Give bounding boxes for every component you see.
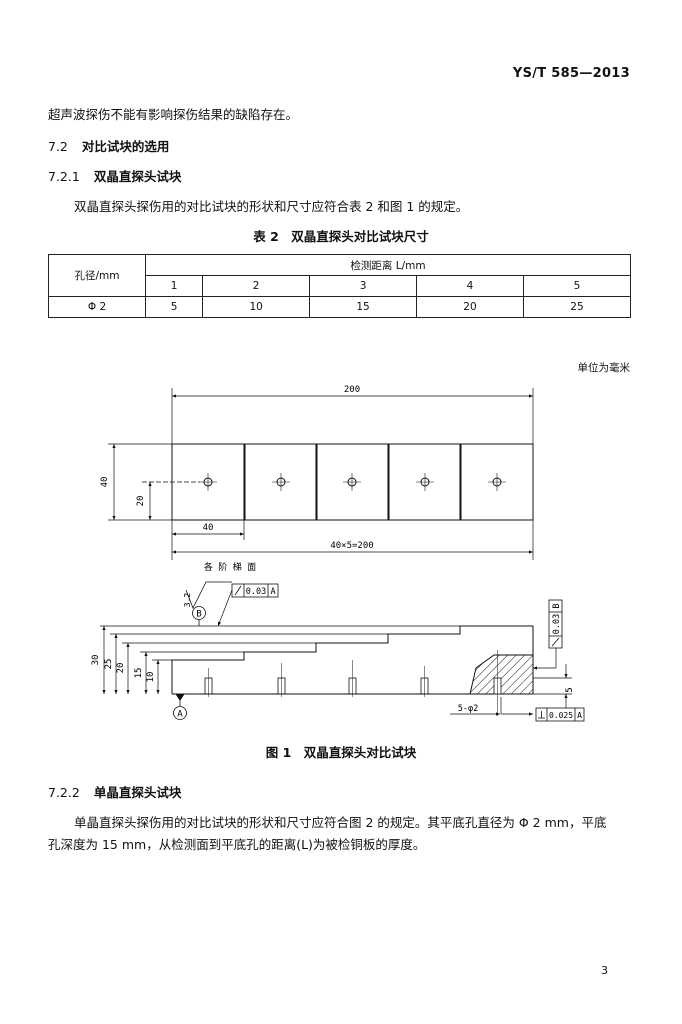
datum-a-label: A (177, 710, 183, 720)
table-row: Φ 2 5 10 15 20 25 (48, 296, 632, 318)
datum-a-circle (173, 706, 187, 720)
section-7-2-heading: 7.2 对比试块的选用 (48, 136, 169, 155)
flatness-frame (231, 583, 279, 598)
step-block (388, 443, 461, 521)
flatness-icon (234, 585, 242, 596)
page-number: 3 (601, 964, 608, 977)
section-title: 双晶直探头试块 (93, 169, 182, 184)
paragraph-7-2-2-line-1: 单晶直探头探伤用的对比试块的形状和尺寸应符合图 2 的规定。其平底孔直径为 Φ … (74, 815, 607, 830)
right-tolerance: 0.03 (552, 614, 562, 634)
section-title: 对比试块的选用 (81, 139, 170, 154)
figure-1-caption: 图 1 双晶直探头对比试块 (265, 745, 417, 760)
step-block (244, 443, 317, 521)
roughness-symbol (185, 581, 232, 609)
step-dim-20: 20 (116, 663, 126, 674)
side-view (100, 581, 572, 716)
carry-over-paragraph: 超声波探伤不能有影响探伤结果的缺陷存在。 (48, 107, 299, 122)
flatness-tolerance: 0.03 (246, 587, 266, 597)
stepped-profile (171, 625, 534, 694)
tolerance-icon (551, 637, 560, 647)
table-cell: 20 (416, 296, 524, 318)
dim-hole-offset: 20 (136, 496, 146, 507)
top-view (108, 388, 534, 560)
dim-height: 40 (100, 477, 110, 488)
section-title: 单晶直探头试块 (93, 785, 182, 800)
perpendicularity-tolerance: 0.025 (549, 711, 573, 720)
dim-block-width: 40 (203, 523, 214, 533)
standard-number: YS/T 585—2013 (512, 66, 630, 81)
roughness-value: 3.2 (183, 593, 192, 608)
section-7-2-1-heading: 7.2.1 双晶直探头试块 (48, 166, 181, 185)
table-2-caption: 表 2 双晶直探头对比试块尺寸 (253, 229, 429, 244)
perpendicularity-frame (535, 707, 585, 722)
section-hatch (469, 654, 534, 695)
step-dim-25: 25 (104, 659, 114, 670)
table-column-row: 1 2 3 4 5 (49, 275, 632, 297)
table-cell: 5 (144, 296, 204, 318)
section-number: 7.2.2 (48, 785, 80, 800)
table-cell: 25 (522, 296, 632, 318)
dim-total-length: 200 (344, 385, 360, 395)
datum-b-circle (192, 606, 206, 620)
flatness-datum: A (270, 587, 275, 597)
section-number: 7.2.1 (48, 169, 80, 184)
section-number: 7.2 (48, 139, 68, 154)
step-block (460, 443, 534, 521)
step-dim-15: 15 (134, 668, 144, 679)
datum-b-label: B (196, 610, 201, 620)
paragraph-7-2-1: 双晶直探头探伤用的对比试块的形状和尺寸应符合表 2 和图 1 的规定。 (74, 199, 469, 214)
dim-steps-total: 40×5=200 (330, 541, 373, 551)
right-tolerance-frame (548, 599, 563, 649)
perpendicularity-datum: A (577, 711, 582, 720)
table-cell: 15 (309, 296, 418, 318)
section-7-2-2-heading: 7.2.2 单晶直探头试块 (48, 782, 181, 801)
flat-bottom-holes (204, 660, 429, 697)
table-2: 孔径/mm 检测距离 L/mm 1 2 3 4 5 Φ 2 5 10 15 20… (48, 254, 632, 318)
step-block (316, 443, 389, 521)
holes-note: 5-φ2 (458, 704, 478, 714)
right-tolerance-datum: B (552, 603, 562, 608)
unit-note: 单位为毫米 (577, 362, 631, 374)
view-label: 各 阶 梯 面 (204, 561, 256, 573)
step-dim-30: 30 (91, 655, 101, 666)
step-dim-10: 10 (146, 672, 156, 683)
right-dim: 5 (565, 687, 575, 692)
paragraph-7-2-2-line-2: 孔深度为 15 mm，从检测面到平底孔的距离(L)为被检铜板的厚度。 (48, 837, 426, 852)
hole-marks (199, 473, 506, 491)
